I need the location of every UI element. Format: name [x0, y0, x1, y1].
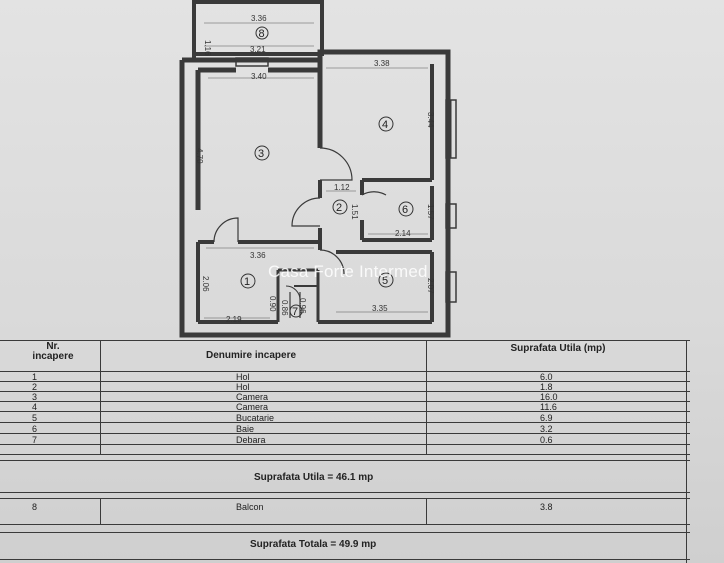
row-7-nr: 7: [32, 435, 38, 445]
row-6-name: Baie: [236, 424, 255, 434]
room-number-3: 3: [258, 148, 264, 160]
room-number-2: 2: [336, 202, 342, 214]
header-area: Suprafata Utila (mp): [510, 343, 606, 354]
room-number-1: 1: [244, 276, 250, 288]
row-1-nr: 1: [32, 372, 38, 382]
row-2-area: 1.8: [540, 382, 553, 392]
row-7-name: Debara: [236, 435, 266, 445]
window: [445, 271, 457, 303]
header-name: Denumire incapere: [206, 350, 297, 361]
dim-room4-side: 3.44: [426, 112, 435, 128]
dim-room1-side: 2.06: [201, 276, 210, 292]
door: [291, 197, 321, 227]
room-area-table: Nr. incapere Denumire incapere Suprafata…: [0, 340, 690, 563]
door: [319, 249, 345, 275]
dim-room1-bottom: 2.19: [226, 315, 242, 324]
row-5-area: 6.9: [540, 413, 553, 423]
dim-closet-small: 0.96: [298, 298, 307, 314]
row-5-nr: 5: [32, 413, 38, 423]
row-6-area: 3.2: [540, 424, 553, 434]
header-nr: Nr. incapere: [32, 341, 74, 362]
balcony-wall: [192, 0, 324, 56]
dim-closet-small2: 0.86: [280, 300, 289, 316]
room-number-4: 4: [382, 119, 388, 131]
row-1-name: Hol: [236, 372, 250, 382]
row-6-nr: 6: [32, 424, 38, 434]
dim-hall-width: 1.12: [334, 183, 350, 192]
dim-room4-top: 3.38: [374, 59, 390, 68]
dim-room3-side: 4.70: [195, 148, 204, 164]
grand-total: Suprafata Totala = 49.9 mp: [250, 539, 377, 550]
door: [213, 217, 239, 243]
dim-room1-top: 3.36: [250, 251, 266, 260]
balcony-area: 3.8: [540, 502, 553, 512]
usable-area-total: Suprafata Utila = 46.1 mp: [254, 472, 374, 483]
row-2-name: Hol: [236, 382, 250, 392]
dim-balcony-top: 3.36: [251, 14, 267, 23]
row-1-area: 6.0: [540, 372, 553, 382]
row-3-nr: 3: [32, 392, 38, 402]
door: [285, 285, 301, 301]
room-number-5: 5: [382, 275, 388, 287]
dim-hall-side: 1.51: [350, 204, 359, 220]
dim-bath-side: 0.90: [268, 296, 277, 312]
dim-balcony-bottom: 3.21: [250, 45, 266, 54]
row-7-area: 0.6: [540, 435, 553, 445]
watermark: Casa Forte Intermed: [268, 262, 428, 281]
outer-wall-left: [179, 60, 320, 338]
balcony-nr: 8: [32, 502, 38, 512]
outer-wall-right: [182, 49, 451, 338]
row-5-name: Bucatarie: [236, 413, 275, 423]
dim-room6-side: 1.57: [426, 204, 435, 220]
floor-plan-drawing: 8 3 4 2 6 1 5 7 3.36 3.21 3.40 3.38 1.12…: [179, 0, 457, 338]
row-3-name: Camera: [236, 392, 269, 402]
dim-room6-width: 2.14: [395, 229, 411, 238]
row-3-area: 16.0: [540, 392, 558, 402]
room-number-8: 8: [259, 28, 265, 40]
row-4-nr: 4: [32, 402, 38, 412]
dim-room3-top: 3.40: [251, 72, 267, 81]
room-number-6: 6: [402, 204, 408, 216]
door: [319, 147, 353, 181]
dim-balcony-side: 1.16: [203, 40, 212, 56]
row-4-name: Camera: [236, 402, 269, 412]
window: [445, 203, 457, 229]
room-number-7: 7: [292, 306, 298, 318]
row-4-area: 11.6: [540, 402, 557, 412]
door: [361, 191, 387, 196]
dim-room5-width: 3.35: [372, 304, 388, 313]
balcony-name: Balcon: [236, 502, 264, 512]
row-2-nr: 2: [32, 382, 38, 392]
dim-room5-side: 2.07: [426, 278, 435, 294]
